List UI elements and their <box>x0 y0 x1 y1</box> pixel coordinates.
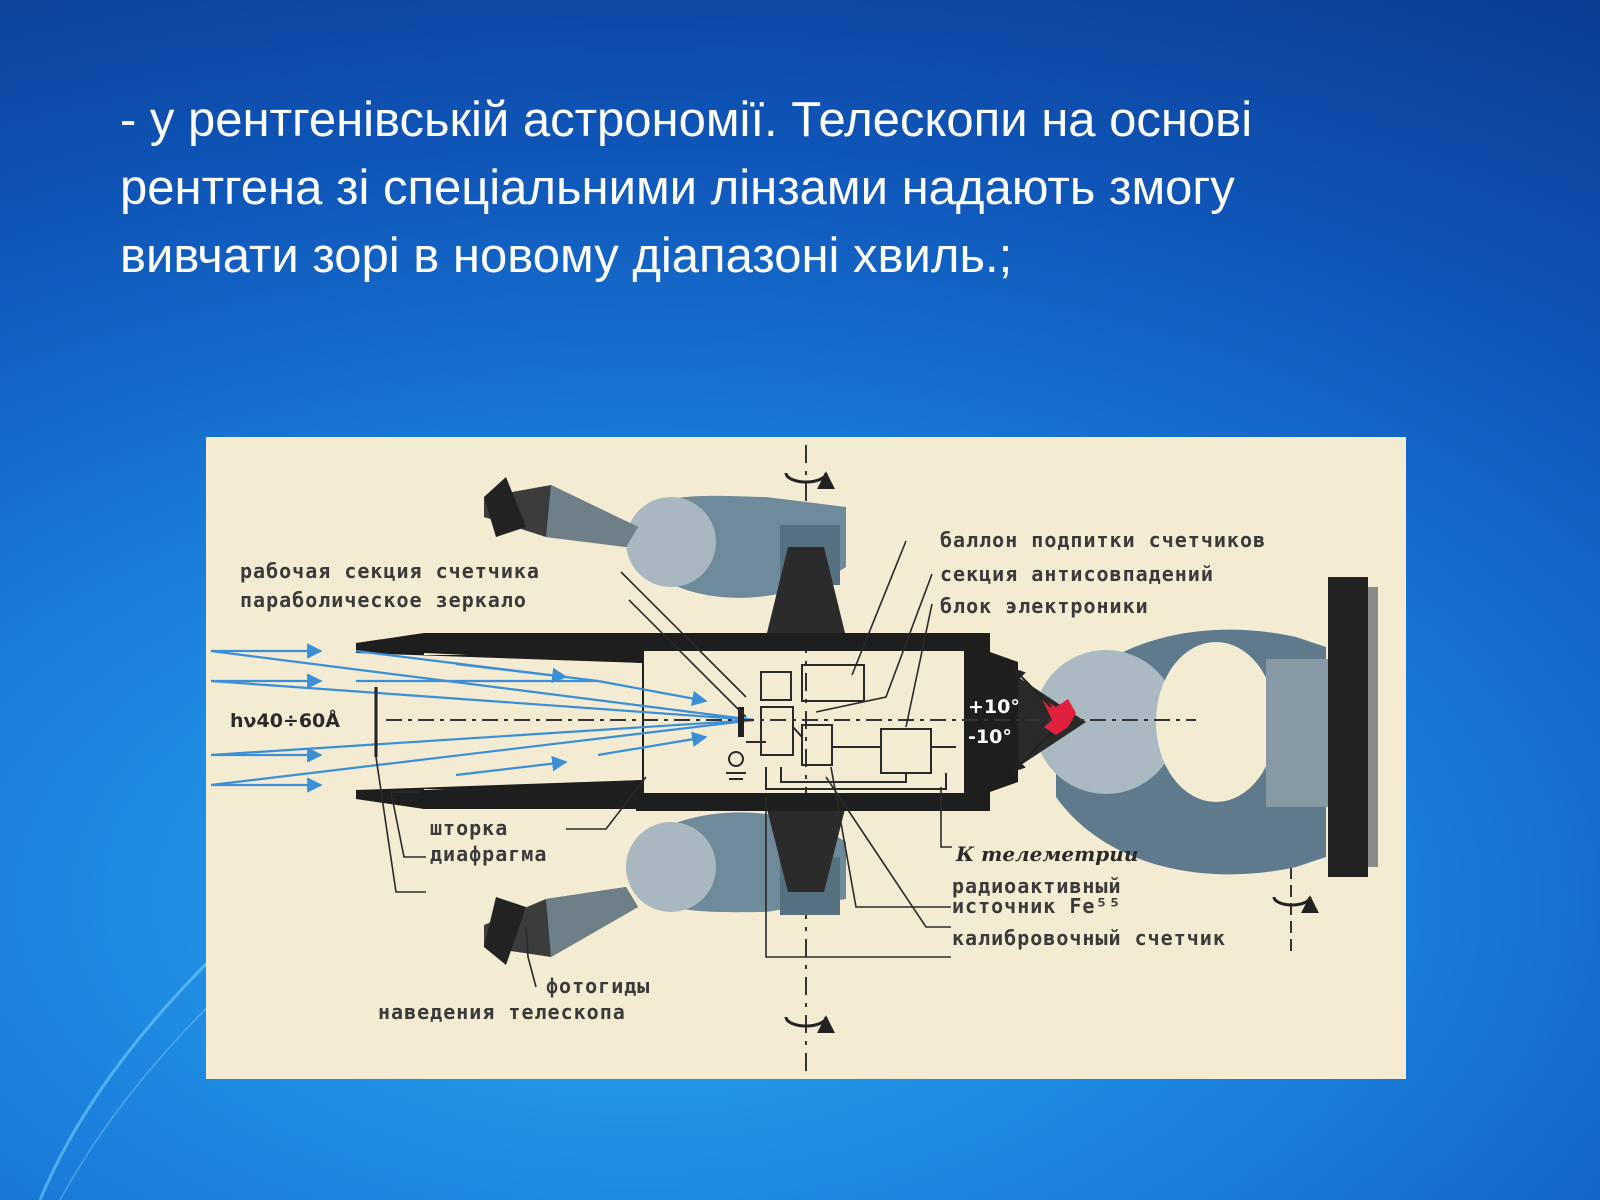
upper-mount <box>626 495 856 649</box>
telescope-tube <box>356 633 1086 811</box>
slide-text-line-2: рентгена зі спеціальними лінзами надають… <box>120 161 1235 215</box>
rotation-arrow-right-icon <box>1272 895 1319 914</box>
label-radioactive-1: радиоактивный <box>952 874 1122 898</box>
internal-electronics <box>726 664 956 790</box>
label-gas-balloon: баллон подпитки счетчиков <box>940 528 1266 552</box>
rotation-arrow-top-icon <box>784 471 835 490</box>
lower-photoguide <box>484 887 638 965</box>
right-mount <box>1034 577 1378 877</box>
label-shutter: шторка <box>430 816 508 840</box>
telescope-diagram-svg: рабочая секция счетчика параболическое з… <box>210 445 1378 1073</box>
label-diaphragm: диафрагма <box>430 842 547 866</box>
label-photoguides-1: фотогиды <box>546 974 650 998</box>
lower-mount <box>626 793 856 915</box>
label-plus-angle: +10° <box>968 696 1020 718</box>
telescope-diagram: рабочая секция счетчика параболическое з… <box>206 437 1406 1079</box>
label-minus-angle: -10° <box>968 726 1012 748</box>
leader-lines <box>375 540 952 988</box>
label-parabolic-mirror: параболическое зеркало <box>240 588 527 612</box>
upper-photoguide <box>484 477 638 547</box>
label-working-section: рабочая секция счетчика <box>240 559 540 583</box>
slide-text-line-3: вивчати зорі в новому діапазоні хвиль.; <box>120 229 1013 283</box>
source-marker <box>1013 668 1076 772</box>
label-electronics: блок электроники <box>940 594 1149 618</box>
rotation-arrow-bottom-icon <box>784 1015 835 1034</box>
xray-rays <box>210 643 755 793</box>
slide-text-line-1: - у рентгенівській астрономії. Телескопи… <box>120 93 1253 147</box>
label-wavelength: hν40÷60Å <box>230 708 340 732</box>
label-radioactive-2: источник Fe⁵⁵ <box>952 894 1122 918</box>
label-calibration: калибровочный счетчик <box>952 926 1226 950</box>
slide-body-text: - у рентгенівській астрономії. Телескопи… <box>120 86 1540 290</box>
label-telemetry: К телеметрии <box>955 842 1138 866</box>
label-photoguides-2: наведения телескопа <box>378 1000 626 1024</box>
label-anticoincidence: секция антисовпадений <box>940 562 1214 586</box>
